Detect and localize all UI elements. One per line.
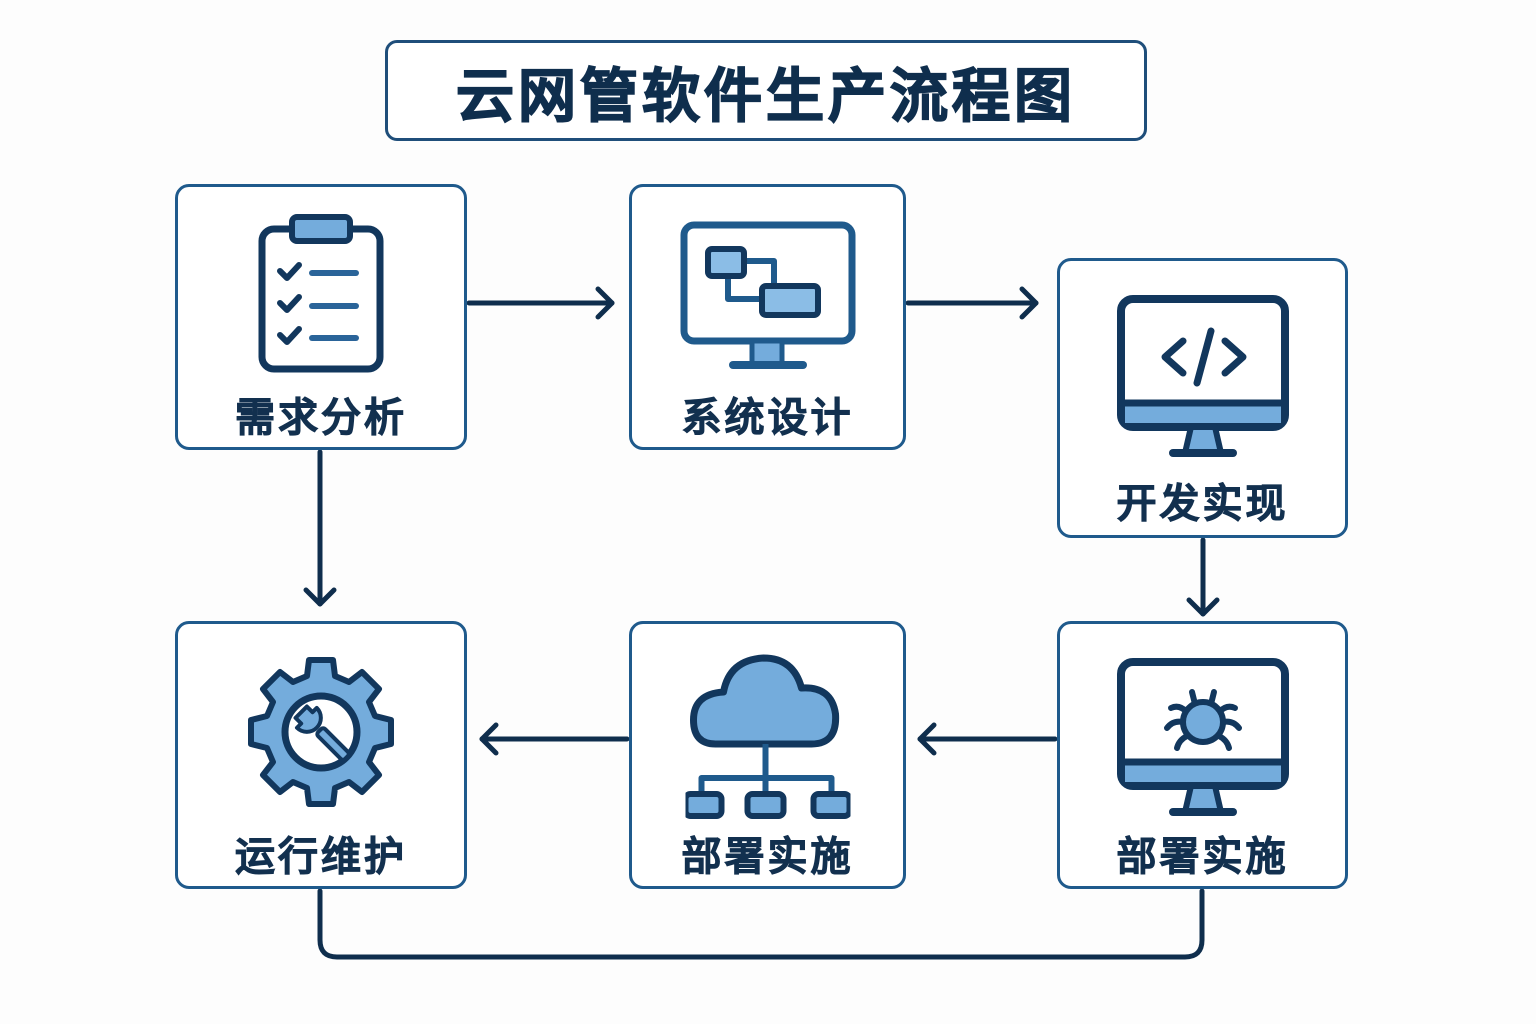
arrow-deploy-to-deploy [917,722,1058,756]
loop-connector [317,888,1205,960]
node-system-design[interactable]: 系统设计 [629,184,906,450]
node-label: 部署实施 [1116,834,1289,881]
node-label: 部署实施 [681,834,854,881]
arrow-analysis-to-design [466,286,615,320]
arrow-deploy-to-operations [479,722,630,756]
node-label: 运行维护 [235,834,407,881]
gear-wrench-icon [248,657,394,807]
cloud-network-icon [685,654,850,819]
node-label: 开发实现 [1116,481,1289,528]
arrow-development-to-deploy [1186,537,1220,617]
node-label: 系统设计 [681,395,854,442]
node-operations-maintenance[interactable]: 运行维护 [175,621,467,889]
node-development[interactable]: 开发实现 [1057,258,1348,538]
arrow-analysis-to-operations [303,449,337,607]
monitor-diagram-icon [680,221,855,369]
arrow-design-to-development [905,286,1039,320]
monitor-bug-icon [1116,658,1289,816]
monitor-code-icon [1116,295,1289,457]
node-label: 需求分析 [235,395,407,442]
node-deployment-testing[interactable]: 部署实施 [1057,621,1348,889]
node-deployment[interactable]: 部署实施 [629,621,906,889]
diagram-title: 云网管软件生产流程图 [455,61,1076,131]
node-requirements-analysis[interactable]: 需求分析 [175,184,467,450]
clipboard-checklist-icon [258,214,384,373]
diagram-title-box: 云网管软件生产流程图 [385,40,1147,141]
